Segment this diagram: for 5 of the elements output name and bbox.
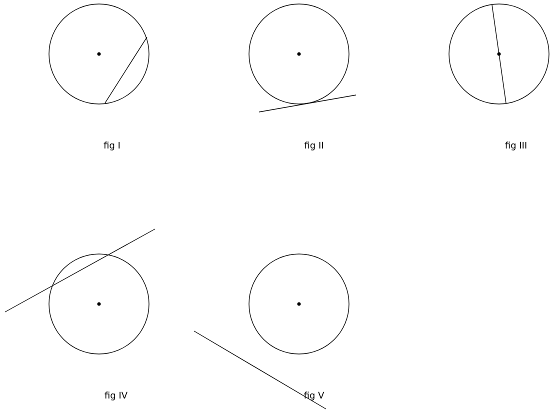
figure-label: fig IV: [104, 392, 128, 400]
figure-label: fig V: [304, 392, 324, 400]
figure-label: fig III: [505, 142, 526, 150]
figure-label: fig II: [304, 142, 323, 150]
figure-label: fig I: [104, 142, 120, 150]
